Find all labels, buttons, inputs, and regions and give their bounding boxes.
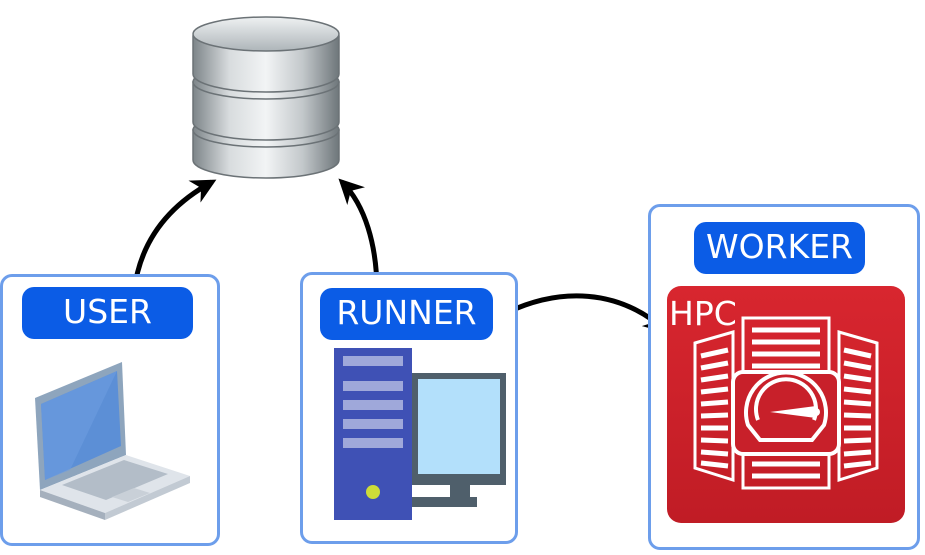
worker-label: WORKER	[694, 222, 865, 274]
hpc-label: HPC	[669, 294, 737, 333]
user-label: USER	[22, 287, 193, 339]
runner-label: RUNNER	[320, 288, 493, 340]
